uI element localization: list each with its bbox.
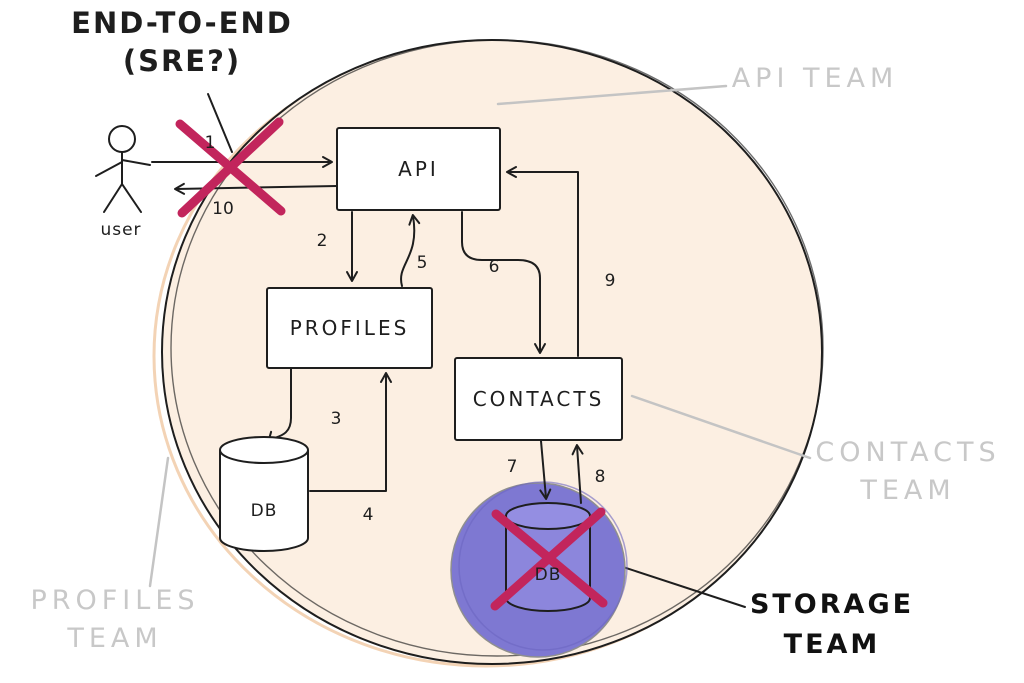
api-node-label: API <box>398 157 439 181</box>
arrow-contacts-to-storage-db <box>539 440 552 500</box>
step-number-5: 5 <box>416 252 428 273</box>
diagram-title-line2: (SRE?) <box>122 44 242 79</box>
profiles-team-label-line2: TEAM <box>67 623 163 655</box>
step-number-1: 1 <box>204 132 216 153</box>
step-number-10: 10 <box>212 198 234 219</box>
diagram-title-line1: END-TO-END <box>71 6 293 41</box>
title-pointer-line <box>207 93 233 153</box>
step-number-6: 6 <box>488 256 500 277</box>
arrow-api-to-contacts <box>461 211 546 354</box>
step-number-4: 4 <box>362 504 374 525</box>
api-box <box>336 127 501 211</box>
arrow-storage-db-to-contacts <box>571 444 584 504</box>
storage-team-label-line2: TEAM <box>783 629 881 661</box>
arrow-contacts-to-api <box>506 166 579 357</box>
cross-user-api <box>175 117 286 218</box>
user-figure <box>95 125 151 213</box>
storage-db-label: DB <box>534 564 562 585</box>
profiles-team-leader-line <box>148 456 170 588</box>
cross-storage-db <box>490 507 608 611</box>
step-number-2: 2 <box>316 230 328 251</box>
contacts-team-label-line2: TEAM <box>860 475 956 507</box>
api-team-leader-line <box>496 84 728 106</box>
arrow-profiles-to-api <box>400 214 421 287</box>
profiles-db-cylinder <box>219 436 309 552</box>
user-label: user <box>100 219 142 240</box>
api-team-label: API TEAM <box>731 63 899 95</box>
contacts-team-leader-line <box>630 394 812 460</box>
profiles-box <box>266 287 433 369</box>
contacts-box <box>454 357 623 441</box>
contacts-team-label-line1: CONTACTS <box>815 437 1001 469</box>
step-number-9: 9 <box>604 270 616 291</box>
system-boundary-circle <box>152 39 824 668</box>
arrow-db-to-profiles <box>309 372 392 492</box>
storage-team-label-line1: STORAGE <box>749 589 915 621</box>
contacts-node-label: CONTACTS <box>472 387 605 411</box>
profiles-db-label: DB <box>250 500 278 521</box>
step-number-7: 7 <box>506 456 518 477</box>
profiles-team-label-line1: PROFILES <box>30 585 200 617</box>
step-number-8: 8 <box>594 466 606 487</box>
storage-team-leader-line <box>619 565 746 608</box>
profiles-node-label: PROFILES <box>289 316 410 340</box>
step-number-3: 3 <box>330 408 342 429</box>
